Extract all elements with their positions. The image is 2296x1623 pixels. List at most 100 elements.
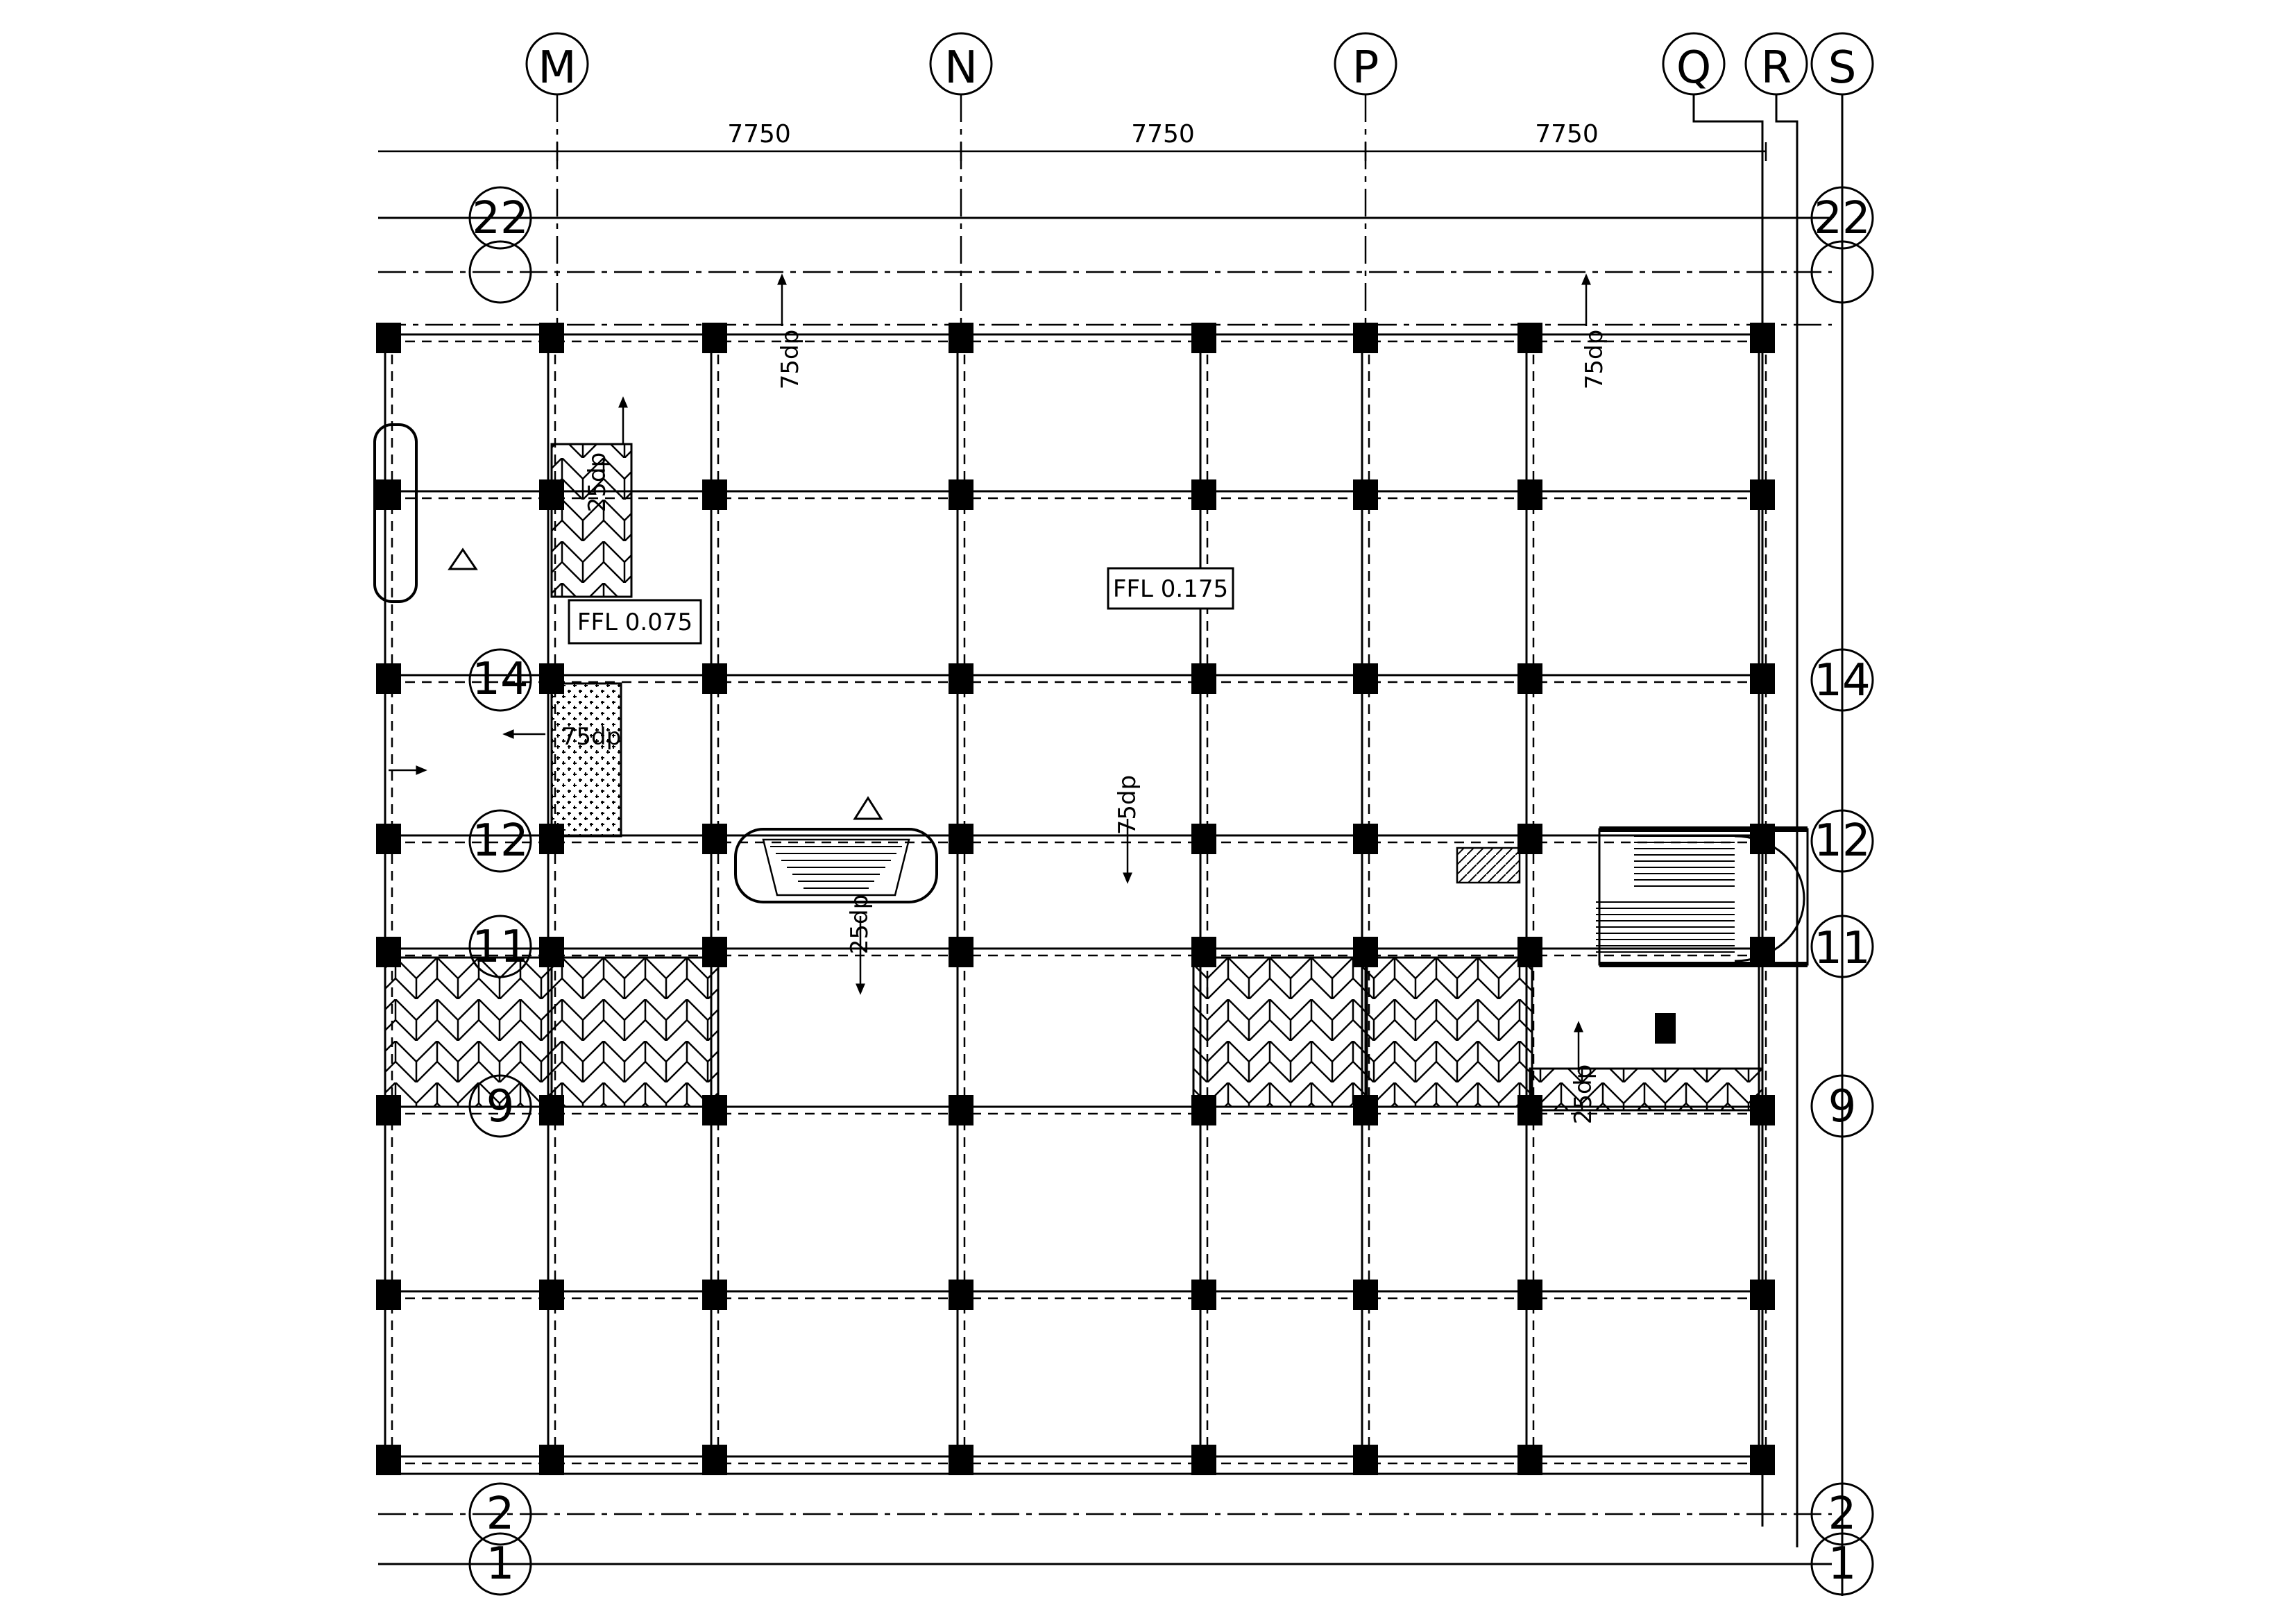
column (1517, 824, 1542, 854)
column (539, 479, 564, 510)
grid-row-bubble-right (1810, 240, 1874, 304)
column (702, 479, 727, 510)
grid-col-label-q: Q (1676, 42, 1711, 94)
grid-row-label-12-right: 12 (1814, 815, 1870, 867)
ramp-cloud (734, 828, 938, 903)
column (539, 824, 564, 854)
grid-bubbles (468, 32, 1874, 1596)
grid-row-bubble-right (1810, 1074, 1874, 1138)
drop-label-top-right: 75dp (1581, 330, 1608, 389)
column (702, 824, 727, 854)
dimension-m-n: 7750 (727, 120, 791, 148)
column (1750, 937, 1775, 967)
revision-triangle (448, 547, 478, 570)
column (539, 323, 564, 353)
column (1353, 937, 1378, 967)
grid-row-bubble-right (1810, 809, 1874, 873)
column (949, 937, 973, 967)
column (1750, 1095, 1775, 1125)
column (1353, 824, 1378, 854)
grid-row-label-22-left: 22 (472, 193, 528, 244)
floor-hatch-herringbone (1529, 1067, 1764, 1112)
column (539, 1445, 564, 1475)
grid-row-label-11-left: 11 (472, 921, 528, 973)
column (376, 323, 401, 353)
column (949, 663, 973, 694)
column (376, 1280, 401, 1310)
column (1191, 1095, 1216, 1125)
ffl-tag-left: FFL 0.075 (577, 609, 692, 636)
level-arrow-head (856, 983, 865, 995)
grid-row-bubble-right (1810, 1482, 1874, 1546)
column (376, 1095, 401, 1125)
grid-col-bubble (525, 32, 589, 96)
grid-col-bubble (1744, 32, 1808, 96)
grid-row-bubble-right (1810, 915, 1874, 978)
drawing-linework (373, 94, 1844, 1596)
grid-col-label-m: M (538, 42, 576, 94)
grid-row-bubble-left (468, 648, 532, 712)
column (949, 1095, 973, 1125)
column (1750, 1280, 1775, 1310)
grid-leader-r (1775, 94, 1798, 1547)
dimension-p-q: 7750 (1535, 120, 1599, 148)
grid-row-label-14-right: 14 (1814, 655, 1870, 706)
floor-hatch-diagonal (1456, 847, 1521, 884)
column (376, 1445, 401, 1475)
drop-label-center: 75dp (1114, 775, 1141, 835)
grid-col-bubble (1662, 32, 1726, 96)
column (1517, 937, 1542, 967)
ffl-tag-main-box (1107, 567, 1234, 610)
grid-row-label-22-right: 22 (1814, 193, 1870, 244)
column (1191, 663, 1216, 694)
grid-row-bubble-left (468, 809, 532, 873)
level-arrow-head (1581, 273, 1591, 285)
level-arrow-head (1574, 1021, 1583, 1033)
column (1191, 1445, 1216, 1475)
column (1750, 824, 1775, 854)
grid-row-bubble-left (468, 915, 532, 978)
grid-col-label-s: S (1828, 42, 1857, 94)
column (539, 1280, 564, 1310)
grid-row-bubble-left (468, 240, 532, 304)
grid-col-bubble (1810, 32, 1874, 96)
floor-hatch-herringbone (550, 956, 720, 1108)
drop-label-ramp: 25dp (846, 894, 874, 954)
revision-cloud-left (373, 423, 418, 603)
column (1517, 663, 1542, 694)
grid-col-bubble (929, 32, 993, 96)
column (1353, 663, 1378, 694)
column (1353, 1095, 1378, 1125)
grid-col-label-p: P (1352, 42, 1379, 94)
column (1517, 1445, 1542, 1475)
column (949, 1445, 973, 1475)
grid-row-bubble-left (468, 1482, 532, 1546)
level-arrow-head (618, 396, 628, 408)
drop-label-bottom-right: 25dp (1570, 1064, 1597, 1124)
grid-row-bubble-right (1810, 1532, 1874, 1596)
column (702, 937, 727, 967)
ffl-tag-left-box (568, 599, 702, 645)
column (1750, 663, 1775, 694)
grid-col-label-n: N (944, 42, 978, 94)
column (539, 663, 564, 694)
column (702, 1280, 727, 1310)
column (949, 323, 973, 353)
floor-hatch-dotted (550, 682, 622, 838)
drawing-hatches (384, 443, 1764, 1112)
grid-row-label-1-left: 1 (486, 1538, 515, 1590)
column (1353, 1280, 1378, 1310)
level-arrow-head (502, 729, 514, 739)
column (1517, 479, 1542, 510)
grid-row-bubble-right (1810, 186, 1874, 250)
column (1191, 1280, 1216, 1310)
column (949, 479, 973, 510)
column (949, 1280, 973, 1310)
grid-row-label-1-right: 1 (1828, 1538, 1857, 1590)
column (1191, 937, 1216, 967)
grid-row-label-14-left: 14 (472, 654, 528, 705)
structural-columns (376, 323, 1775, 1475)
column (1353, 1445, 1378, 1475)
column (702, 323, 727, 353)
